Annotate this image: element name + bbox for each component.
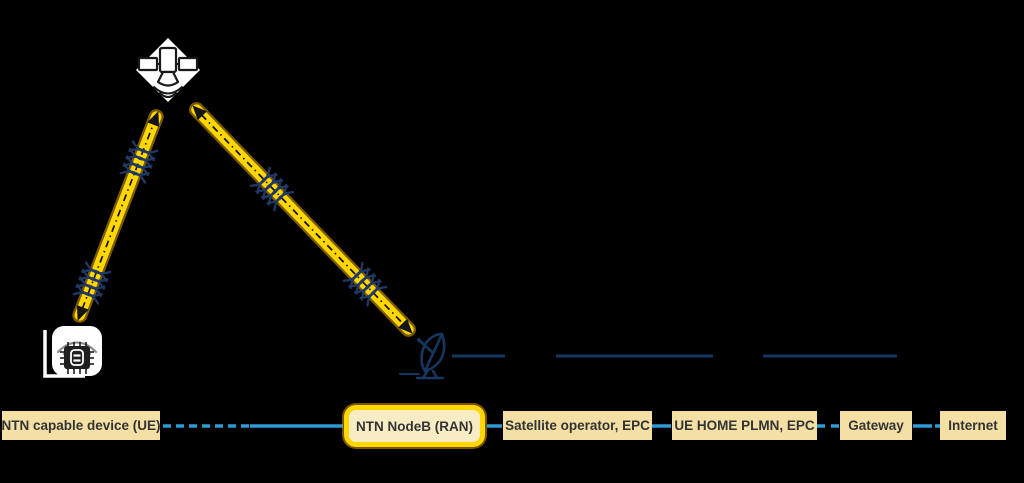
node-ntn-nodeb-highlight: NTN NodeB (RAN) [344, 405, 485, 447]
node-ntn-capable-device: NTN capable device (UE) [1, 411, 161, 440]
ue-device-icon [43, 326, 102, 378]
service-link-arrow [71, 108, 165, 324]
satellite-icon [136, 38, 200, 102]
node-satellite-operator-epc: Satellite operator, EPC [503, 411, 652, 440]
node-gateway: Gateway [840, 411, 912, 440]
node-ntn-nodeb: NTN NodeB (RAN) [349, 410, 480, 442]
feeder-link-arrow [187, 100, 418, 339]
node-internet: Internet [940, 411, 1006, 440]
ground-station-icon [399, 332, 446, 380]
node-ue-home-plmn-epc: UE HOME PLMN, EPC [672, 411, 817, 440]
